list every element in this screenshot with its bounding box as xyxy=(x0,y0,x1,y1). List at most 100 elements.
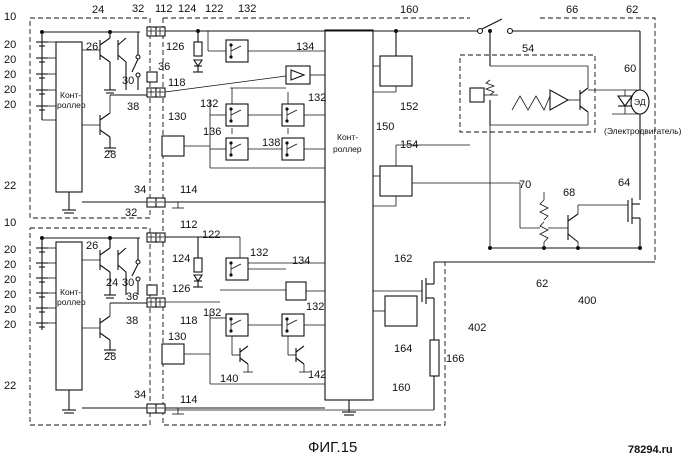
label-114-bottom: 114 xyxy=(180,394,198,406)
label-160-bottom: 160 xyxy=(392,382,410,394)
label-124-bottom: 124 xyxy=(172,253,190,265)
vehicle-side-bottom xyxy=(161,236,325,415)
label-20-f: 20 xyxy=(4,244,16,256)
label-160-top: 160 xyxy=(400,4,418,16)
label-130-bottom: 130 xyxy=(168,331,186,343)
label-20-i: 20 xyxy=(4,289,16,301)
controller-bottom xyxy=(55,241,83,391)
label-400: 400 xyxy=(578,295,596,307)
figure-caption: ФИГ.15 xyxy=(308,439,357,456)
label-164: 164 xyxy=(394,343,412,355)
label-134-bottom: 134 xyxy=(292,255,310,267)
controller-top-label-1: Конт- xyxy=(60,90,81,100)
label-22-bottom: 22 xyxy=(4,380,16,392)
label-112-top: 112 xyxy=(155,3,173,15)
label-154: 154 xyxy=(400,139,418,151)
label-66: 66 xyxy=(566,4,578,16)
label-20-d: 20 xyxy=(4,84,16,96)
label-132-c: 132 xyxy=(308,92,326,104)
label-38-bottom: 38 xyxy=(126,315,138,327)
block-36-top xyxy=(146,71,158,83)
main-controller-label-2: роллер xyxy=(333,144,362,154)
controller-top xyxy=(55,41,83,193)
label-166: 166 xyxy=(446,353,464,365)
controller-bottom-label-2: роллер xyxy=(57,297,86,307)
label-64: 64 xyxy=(618,177,630,189)
label-138: 138 xyxy=(262,137,280,149)
label-62-mid: 62 xyxy=(536,278,548,290)
vehicle-side-top xyxy=(161,18,640,209)
label-152: 152 xyxy=(400,101,418,113)
label-28-top: 28 xyxy=(104,149,116,161)
label-30-bottom: 30 xyxy=(122,277,134,289)
label-20-b: 20 xyxy=(4,54,16,66)
label-32-bottom: 32 xyxy=(125,207,137,219)
label-24-bottom: 24 xyxy=(106,277,118,289)
label-68: 68 xyxy=(563,187,575,199)
junction-dots xyxy=(40,29,642,250)
controller-top-label-2: роллер xyxy=(57,100,86,110)
label-118-top: 118 xyxy=(168,77,186,89)
block-152 xyxy=(379,55,413,87)
main-controller-label-1: Конт- xyxy=(337,132,358,142)
label-26-bottom: 26 xyxy=(86,240,98,252)
main-controller-150 xyxy=(324,29,374,401)
label-130-top: 130 xyxy=(168,111,186,123)
label-36-bottom: 36 xyxy=(126,291,138,303)
label-36-top: 36 xyxy=(158,61,170,73)
label-124-top: 124 xyxy=(178,3,196,15)
right-side-circuit xyxy=(165,31,655,411)
label-20-g: 20 xyxy=(4,259,16,271)
label-20-j: 20 xyxy=(4,304,16,316)
label-162: 162 xyxy=(394,253,412,265)
label-22-top: 22 xyxy=(4,180,16,192)
battery-pack-bottom xyxy=(35,232,166,414)
motor-label: ЭД xyxy=(634,97,646,107)
label-122-top: 122 xyxy=(205,3,223,15)
label-132-a: 132 xyxy=(238,3,256,15)
label-20-c: 20 xyxy=(4,69,16,81)
label-20-k: 20 xyxy=(4,319,16,331)
label-132-f: 132 xyxy=(306,301,324,313)
label-114-top: 114 xyxy=(180,184,198,196)
label-20-h: 20 xyxy=(4,274,16,286)
label-30-top: 30 xyxy=(122,75,134,87)
label-150: 150 xyxy=(376,121,394,133)
label-132-d: 132 xyxy=(250,247,268,259)
label-62-top: 62 xyxy=(626,4,638,16)
label-118-bottom: 118 xyxy=(180,315,198,327)
label-26-top: 26 xyxy=(86,41,98,53)
label-126-bottom: 126 xyxy=(172,283,190,295)
block-36-bottom xyxy=(146,284,158,296)
block-154 xyxy=(379,165,413,197)
controller-bottom-label-1: Конт- xyxy=(60,287,81,297)
reference-labels: Конт- роллер Конт- роллер Конт- роллер Э… xyxy=(4,3,682,456)
label-10-top: 10 xyxy=(4,11,16,23)
block-164 xyxy=(384,295,418,327)
label-34-top: 34 xyxy=(134,184,146,196)
label-112-bottom: 112 xyxy=(180,219,198,231)
label-20-e: 20 xyxy=(4,99,16,111)
label-134-top: 134 xyxy=(296,41,314,53)
label-38-top: 38 xyxy=(127,101,139,113)
label-132-b: 132 xyxy=(200,98,218,110)
label-34-bottom: 34 xyxy=(134,389,146,401)
motor-caption: (Электродвигатель) xyxy=(604,126,682,136)
sensor-and-motor xyxy=(469,31,650,249)
label-10-bottom: 10 xyxy=(4,217,16,229)
label-142: 142 xyxy=(308,369,326,381)
label-402: 402 xyxy=(468,322,486,334)
label-60: 60 xyxy=(624,63,636,75)
label-70: 70 xyxy=(519,179,531,191)
label-20-a: 20 xyxy=(4,39,16,51)
sensor-enclosure-66 xyxy=(459,54,596,133)
label-32-top: 32 xyxy=(132,3,144,15)
label-122-bottom: 122 xyxy=(202,229,220,241)
label-24-top: 24 xyxy=(92,4,104,16)
label-126-top: 126 xyxy=(166,41,184,53)
label-140: 140 xyxy=(220,373,238,385)
battery-pack-top xyxy=(35,26,166,214)
watermark: 78294.ru xyxy=(628,444,673,456)
label-28-bottom: 28 xyxy=(104,351,116,363)
